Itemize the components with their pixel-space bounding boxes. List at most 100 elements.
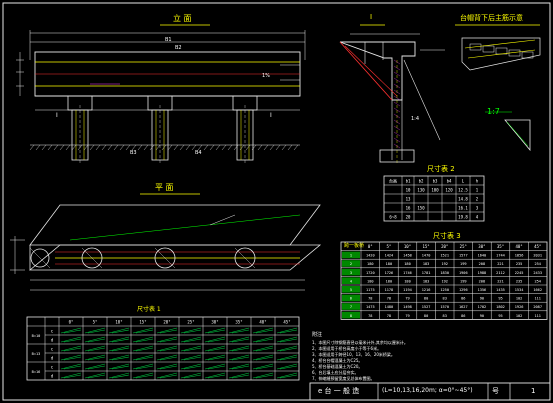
table-bottom-header-cell: 20°	[163, 320, 170, 325]
table-mid-cell: 95	[498, 314, 502, 318]
detail-brick	[521, 51, 534, 59]
table-bottom-cell-mark	[276, 345, 298, 352]
table-top-cell: 4	[476, 215, 479, 220]
table-mid-cell: 192	[441, 262, 448, 266]
table-mid-cell: 2	[350, 262, 352, 266]
table-mid-cell: 90	[480, 297, 484, 301]
table-bottom-cell-mark	[60, 336, 82, 343]
table-mid-cell: 1577	[459, 254, 468, 258]
table-bottom-header-cell: 45°	[283, 320, 290, 325]
table-bottom-header-cell: 15°	[139, 320, 146, 325]
detail-tri-inner	[506, 121, 529, 147]
table-bottom-cell-mark	[276, 363, 298, 370]
table-top-header-cell: 台高	[389, 178, 397, 184]
detail-brick	[495, 47, 508, 55]
section-hatch	[393, 95, 401, 101]
table-mid-cell: 86	[461, 297, 465, 301]
table-bottom-cell-mark	[228, 372, 250, 379]
ground-hatch	[293, 144, 299, 151]
table-top-frame	[383, 175, 485, 222]
table-bottom-row-label: c	[51, 365, 54, 370]
elev-section-mark-2: I	[270, 112, 272, 119]
title-block-subtitle: (L=10,13,16,20m; α=0°~45°)	[382, 387, 473, 394]
table-mid-cell: 1640	[478, 254, 487, 258]
table-bottom-header-cell: 25°	[187, 320, 194, 325]
table-bottom-cell-mark	[84, 327, 106, 334]
table-top-cell: 16	[406, 206, 411, 211]
ground-hatch	[191, 144, 197, 151]
table-mid-cell: 1702	[478, 305, 487, 309]
section-slope-red	[339, 41, 393, 101]
table-top-cell: 13	[406, 197, 411, 202]
table-mid-cell: 183	[423, 262, 430, 266]
table-mid-cell: 1802	[496, 305, 505, 309]
ground-hatch	[215, 144, 221, 151]
table-mid-cell: 199	[460, 279, 467, 283]
table-bottom-cell-mark	[228, 354, 250, 361]
table-mid-cell: 1720	[366, 271, 375, 275]
table-mid-cell: 79	[405, 314, 409, 318]
table-bottom-cell-mark	[252, 363, 274, 370]
ground-hatch	[257, 144, 263, 151]
ground-hatch	[221, 144, 227, 151]
notes-title: 附注	[312, 332, 323, 338]
elevation-view-title: 立 面	[173, 14, 192, 23]
table-top-header-cell: L	[462, 179, 465, 184]
table-top-title: 尺寸表 2	[427, 165, 455, 173]
dim-b1: B1	[165, 37, 172, 43]
table-bottom-cell-mark	[60, 372, 82, 379]
ground-hatch	[83, 144, 89, 151]
table-mid-header-cell: 0°	[368, 244, 373, 249]
section-footing	[379, 149, 415, 163]
table-mid-cell: 1356	[478, 288, 487, 292]
ground-hatch	[71, 144, 77, 151]
table-bottom-cell-mark	[180, 354, 202, 361]
table-bottom-header-cell: 30°	[211, 320, 218, 325]
ground-hatch	[263, 144, 269, 151]
table-mid-cell: 180	[404, 279, 411, 283]
ground-hatch	[179, 144, 185, 151]
table-mid-header-cell: 5°	[386, 244, 391, 249]
ground-hatch	[101, 144, 107, 151]
plan-pile-1-cross	[81, 247, 103, 269]
table-mid-cell: 180	[367, 262, 374, 266]
ground-hatch	[53, 144, 59, 151]
table-bottom-frame	[26, 316, 300, 381]
ground-hatch	[89, 144, 95, 151]
table-mid-cell: 1570	[440, 305, 449, 309]
table-mid-cell: 2031	[533, 254, 542, 258]
table-mid-frame	[340, 241, 548, 320]
table-top-cell: 150	[417, 206, 425, 211]
table-mid-title: 尺寸表 3	[433, 232, 461, 240]
ground-hatch	[113, 144, 119, 151]
ground-hatch	[167, 144, 173, 151]
table-mid-cell: 1726	[385, 271, 394, 275]
table-bottom-header-cell: 5°	[93, 320, 98, 325]
table-bottom-cell-mark	[180, 336, 202, 343]
table-bottom-cell-mark	[108, 372, 130, 379]
table-mid-cell: 78	[387, 314, 391, 318]
ground-hatch	[161, 144, 167, 151]
table-bottom-cell-mark	[204, 354, 226, 361]
table-mid-cell: 1534	[515, 288, 524, 292]
ground-hatch	[149, 144, 155, 151]
table-bottom-cell-mark	[108, 345, 130, 352]
table-mid-row-label-bg	[342, 294, 360, 302]
ground-hatch	[173, 144, 179, 151]
ground-hatch	[251, 144, 257, 151]
table-mid-cell: 192	[441, 279, 448, 283]
table-mid-header-cell: 45°	[534, 244, 541, 249]
table-mid-header-cell: 10°	[404, 244, 411, 249]
table-bottom-cell-mark	[252, 354, 274, 361]
table-mid-cell: 2245	[515, 271, 524, 275]
table-top-header-cell: b4	[447, 179, 452, 184]
plan-pile-2	[154, 247, 176, 269]
table-mid-cell: 78	[387, 297, 391, 301]
ratio-label: 1%	[262, 73, 270, 79]
ground-hatch	[275, 144, 281, 151]
section-outline	[339, 41, 416, 101]
elev-section-mark-1: I	[56, 112, 58, 119]
table-mid-cell: 1781	[422, 271, 431, 275]
table-mid-cell: 1	[350, 254, 352, 258]
